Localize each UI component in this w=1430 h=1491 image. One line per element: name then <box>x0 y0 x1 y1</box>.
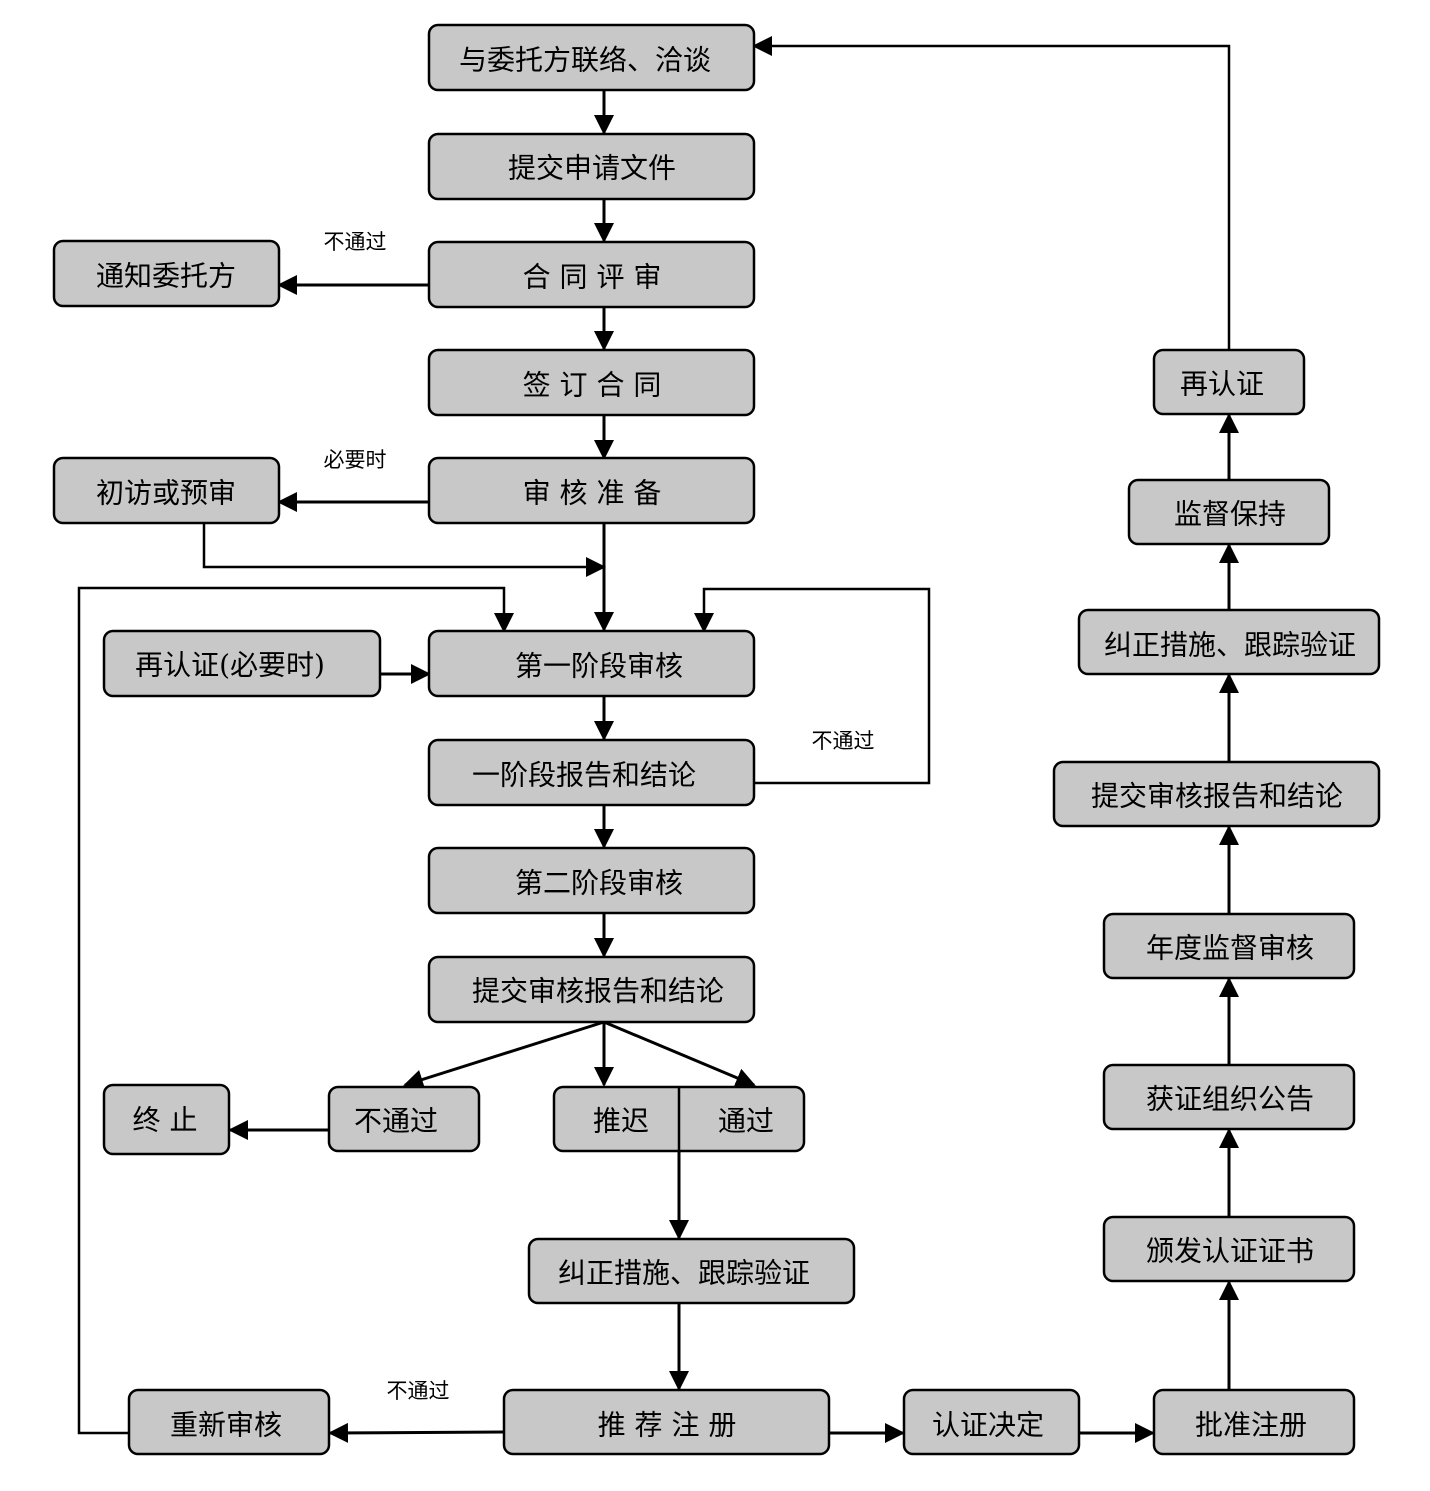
box-annual-audit: 年度监督审核 <box>1102 912 1356 980</box>
box-terminate-label: 终 止 <box>133 1104 198 1137</box>
label-review-fail: 不通过 <box>324 230 387 254</box>
label-recommend-fail: 不通过 <box>387 1379 450 1403</box>
arrow-initial-visit-to-main <box>202 523 606 577</box>
box-approve-reg: 批准注册 <box>1152 1388 1356 1456</box>
box-submit-application: 提交申请文件 <box>427 132 756 201</box>
box-postpone-label: 推迟 <box>593 1105 649 1138</box>
arrow-submit-report-to-fail <box>403 1020 605 1090</box>
box-contract-review: 合 同 评 审 <box>427 240 756 309</box>
box-submit-report-label: 提交审核报告和结论 <box>472 975 724 1008</box>
box-submit-report: 提交审核报告和结论 <box>427 955 756 1024</box>
box-stage2-audit: 第二阶段审核 <box>427 846 756 915</box>
box-audit-prep: 审 核 准 备 <box>427 456 756 525</box>
box-terminate: 终 止 <box>102 1083 231 1156</box>
box-stage1-audit-label: 第一阶段审核 <box>515 650 683 683</box>
box-recommend-reg-label: 推 荐 注 册 <box>598 1409 737 1442</box>
box-recommend-reg: 推 荐 注 册 <box>502 1388 831 1456</box>
box-fail: 不通过 <box>327 1085 481 1153</box>
box-postpone-pass: 推迟 通过 <box>552 1085 806 1153</box>
edge-labels: 不通过 必要时 不通过 不通过 <box>324 230 875 1403</box>
box-audit-prep-label: 审 核 准 备 <box>523 477 662 510</box>
box-recert: 再认证 <box>1152 348 1306 416</box>
arrow-recert-loop-to-contact <box>752 36 1231 349</box>
box-corrective-left-label: 纠正措施、跟踪验证 <box>558 1257 810 1290</box>
box-initial-visit: 初访或预审 <box>52 456 281 525</box>
box-corrective-right: 纠正措施、跟踪验证 <box>1077 608 1381 676</box>
box-reaudit-label: 重新审核 <box>170 1409 282 1442</box>
box-recert-label: 再认证 <box>1180 368 1264 401</box>
box-approve-reg-label: 批准注册 <box>1195 1409 1307 1442</box>
label-when-needed: 必要时 <box>324 448 387 472</box>
box-recert-when-needed-label: 再认证(必要时) <box>135 649 325 682</box>
label-stage1-fail: 不通过 <box>812 729 875 753</box>
box-submit-report-right-label: 提交审核报告和结论 <box>1091 780 1343 813</box>
box-pass-label: 通过 <box>718 1105 774 1138</box>
box-contact-label: 与委托方联络、洽谈 <box>459 44 711 77</box>
box-submit-report-right: 提交审核报告和结论 <box>1052 760 1381 828</box>
arrow-reaudit-loop-to-stage1 <box>77 586 514 1435</box>
box-stage2-audit-label: 第二阶段审核 <box>515 867 683 900</box>
box-recert-when-needed: 再认证(必要时) <box>102 629 382 698</box>
box-fail-label: 不通过 <box>354 1105 438 1138</box>
box-reaudit: 重新审核 <box>127 1388 331 1456</box>
box-corrective-right-label: 纠正措施、跟踪验证 <box>1104 629 1356 662</box>
connectors <box>77 36 1239 1443</box>
box-issue-cert-label: 颁发认证证书 <box>1146 1235 1314 1268</box>
arrow-submit-report-to-pass <box>603 1020 756 1088</box>
arrow-recommend-to-reaudit <box>328 1422 505 1443</box>
box-maintain-label: 监督保持 <box>1174 498 1286 531</box>
box-issue-cert: 颁发认证证书 <box>1102 1215 1356 1283</box>
box-contact: 与委托方联络、洽谈 <box>427 23 756 92</box>
box-sign-contract-label: 签 订 合 同 <box>523 369 662 402</box>
box-contract-review-label: 合 同 评 审 <box>523 261 662 294</box>
box-notify-client: 通知委托方 <box>52 239 281 308</box>
box-stage1-audit: 第一阶段审核 <box>427 629 756 698</box>
box-maintain: 监督保持 <box>1127 478 1331 546</box>
box-sign-contract: 签 订 合 同 <box>427 348 756 417</box>
box-announce: 获证组织公告 <box>1102 1063 1356 1131</box>
arrow-stage1-report-fail-loop <box>694 587 931 785</box>
box-corrective-left: 纠正措施、跟踪验证 <box>527 1237 856 1305</box>
box-submit-application-label: 提交申请文件 <box>508 152 676 185</box>
box-cert-decision-label: 认证决定 <box>932 1409 1044 1442</box>
box-announce-label: 获证组织公告 <box>1146 1083 1314 1116</box>
box-stage1-report: 一阶段报告和结论 <box>427 738 756 807</box>
box-annual-audit-label: 年度监督审核 <box>1146 932 1314 965</box>
box-stage1-report-label: 一阶段报告和结论 <box>472 759 696 792</box>
box-cert-decision: 认证决定 <box>902 1388 1081 1456</box>
box-notify-client-label: 通知委托方 <box>96 260 236 293</box>
box-initial-visit-label: 初访或预审 <box>96 477 236 510</box>
